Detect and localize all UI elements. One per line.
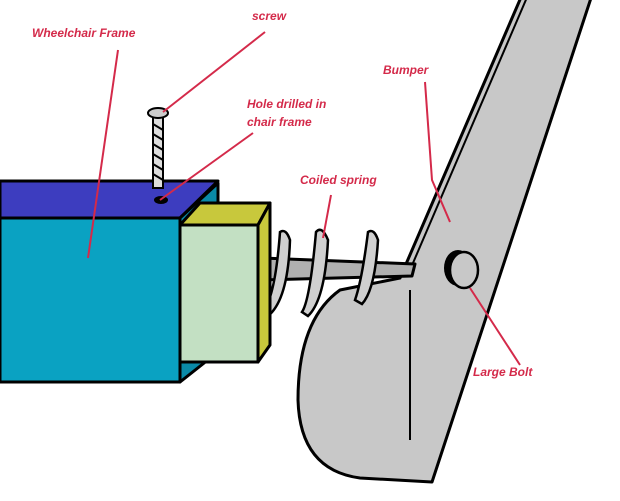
leader-screw <box>162 31 266 113</box>
coiled-spring <box>259 228 380 318</box>
label-bumper: Bumper <box>383 63 430 77</box>
bumper-block <box>178 201 272 364</box>
label-hole-line1: Hole drilled in <box>247 97 326 111</box>
leader-bolt <box>469 287 521 366</box>
leader-spring <box>322 194 332 239</box>
leader-hole <box>159 132 254 201</box>
screw <box>147 107 169 189</box>
label-coiled-spring: Coiled spring <box>300 173 377 187</box>
leader-bumper <box>424 81 451 223</box>
label-large-bolt: Large Bolt <box>473 365 533 379</box>
leader-wheelchair-frame <box>87 49 119 259</box>
large-bolt <box>444 250 480 290</box>
label-screw: screw <box>252 9 287 23</box>
label-hole-line2: chair frame <box>247 115 312 129</box>
label-wheelchair-frame: Wheelchair Frame <box>32 26 136 40</box>
bumper-arm <box>296 0 592 484</box>
